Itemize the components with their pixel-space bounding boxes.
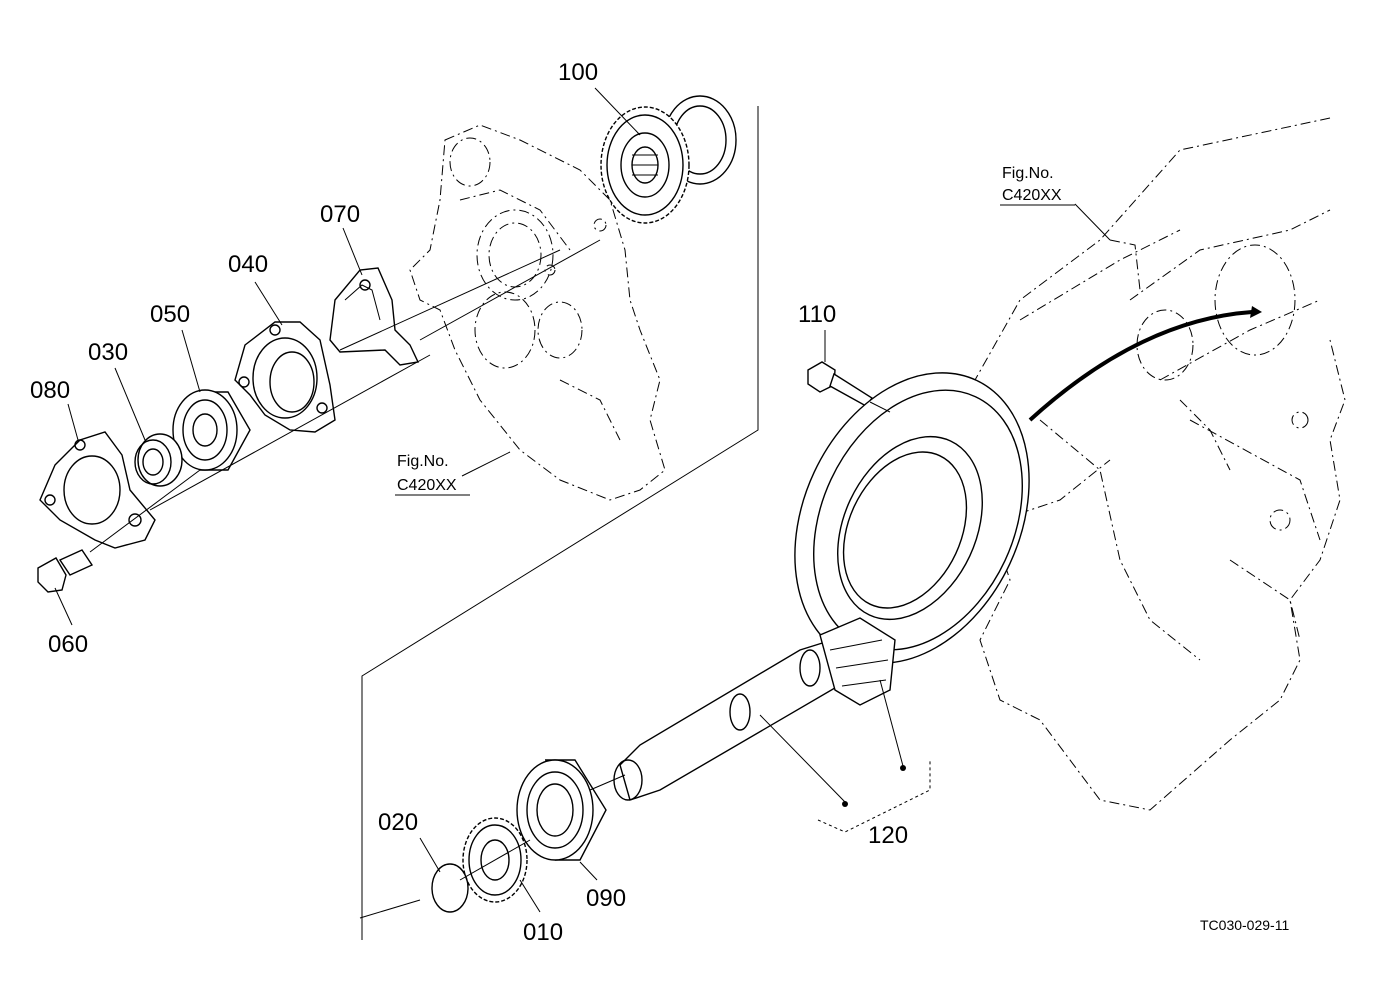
crown-gear-120 [794,372,1030,664]
label-040: 040 [228,251,268,278]
fig-ref-center-line2: C420XX [397,477,457,494]
assembly-arrow [1028,310,1253,422]
fig-ref-right-line1: Fig.No. [1002,165,1054,182]
assembly-frame [361,106,759,940]
gasket-080 [39,431,156,549]
bolt-110 [807,361,874,407]
snap-ring-020 [431,863,469,913]
transmission-case-right [974,117,1346,811]
label-070: 070 [320,201,360,228]
axis-lines [89,239,891,919]
label-100: 100 [558,59,598,86]
part-labels: 100 070 040 050 030 080 060 110 120 020 … [30,59,908,946]
fig-ref-center-line1: Fig.No. [397,453,449,470]
nut-030 [134,433,183,487]
arrow-head [1250,306,1262,318]
label-090: 090 [586,885,626,912]
plate-070 [329,267,420,366]
housing-040 [234,321,336,433]
label-010: 010 [523,919,563,946]
fig-ref-right-line2: C420XX [1002,187,1062,204]
bearing-090 [516,759,607,861]
label-110: 110 [798,301,836,328]
leader-lines [54,87,1111,913]
label-050: 050 [150,301,190,328]
drawing-code: TC030-029-11 [1200,917,1289,933]
gear-100 [600,95,737,224]
label-060: 060 [48,631,88,658]
label-120: 120 [868,822,908,849]
fig-ref-center: Fig.No. C420XX [395,453,470,496]
label-030: 030 [88,339,128,366]
pinion-shaft-120 [613,617,896,801]
label-080: 080 [30,377,70,404]
fig-ref-right: Fig.No. C420XX [1000,165,1075,206]
bolt-060 [37,549,94,593]
bearing-050 [172,389,251,471]
label-020: 020 [378,809,418,836]
